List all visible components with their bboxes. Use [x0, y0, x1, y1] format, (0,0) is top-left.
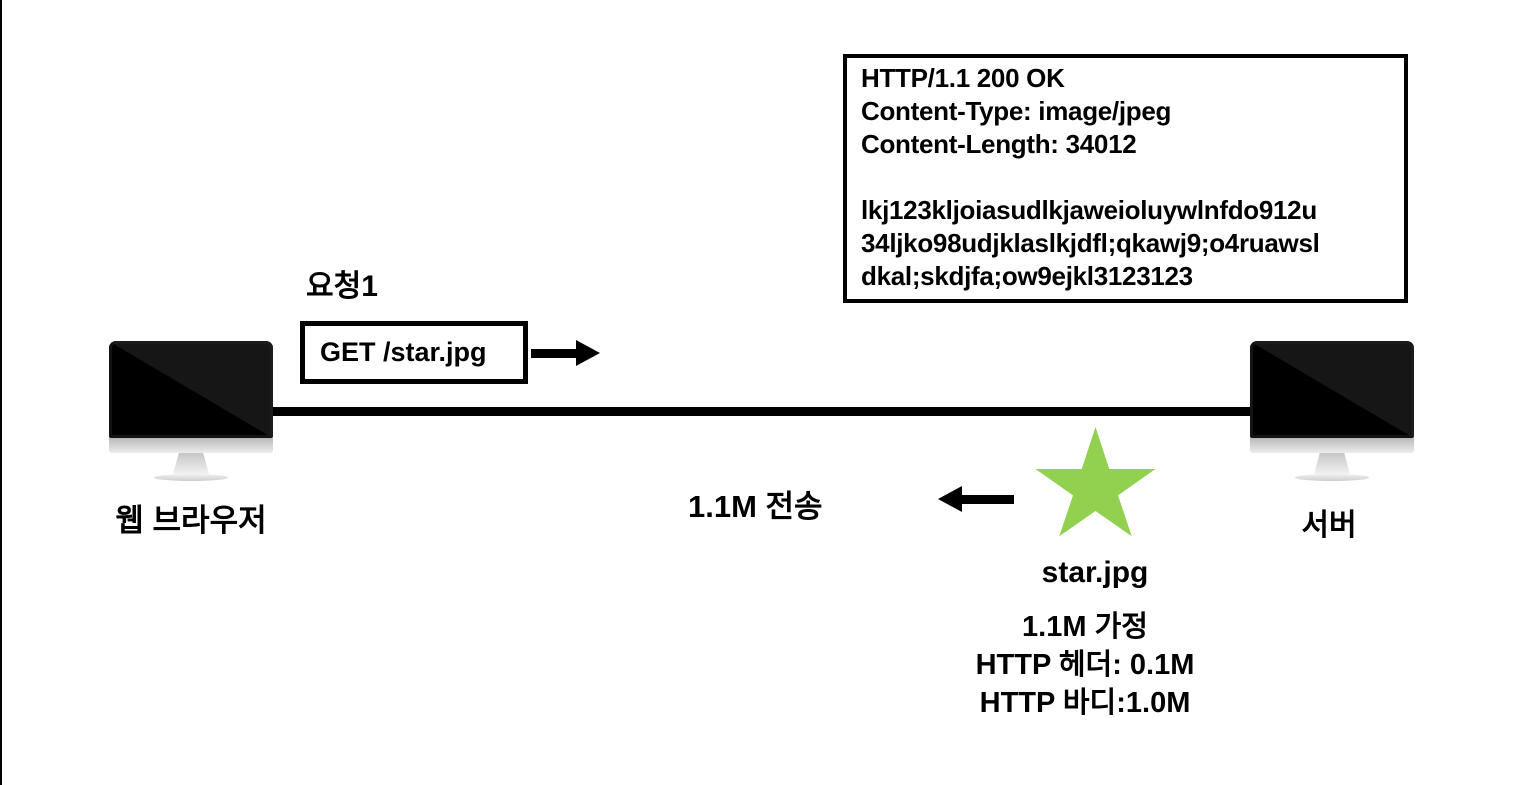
monitor-stand [1314, 453, 1350, 474]
monitor-chin [1250, 438, 1414, 453]
response-arrow-left-icon [938, 486, 962, 512]
monitor-base [1295, 474, 1369, 481]
monitor-screen [109, 341, 273, 438]
response-content-length: Content-Length: 34012 [861, 129, 1137, 159]
response-content-type: Content-Type: image/jpeg [861, 96, 1172, 126]
assumption-body-size: HTTP 바디:1.0M [979, 687, 1191, 719]
monitor-base [154, 474, 228, 481]
http-response-box: HTTP/1.1 200 OK Content-Type: image/jpeg… [843, 54, 1408, 303]
request-arrow-shaft [531, 349, 578, 358]
monitor-stand [173, 453, 209, 474]
left-edge-border [0, 0, 2, 785]
response-body-line-1: lkj123kljoiasudlkjaweioluywlnfdo912u [861, 195, 1317, 225]
transfer-size-label: 1.1M 전송 [688, 489, 823, 524]
monitor-chin [109, 438, 273, 453]
server-label: 서버 [1301, 509, 1357, 542]
response-blank-line [861, 161, 1390, 194]
assumption-header-size: HTTP 헤더: 0.1M [975, 649, 1195, 681]
request-label: 요청1 [306, 270, 378, 303]
server-computer-icon [1250, 341, 1414, 481]
http-request-box: GET /star.jpg [300, 321, 528, 384]
response-status-line: HTTP/1.1 200 OK [861, 63, 1065, 93]
monitor-screen [1250, 341, 1414, 438]
client-computer-icon [109, 341, 273, 481]
assumption-total: 1.1M 가정 [1022, 611, 1148, 643]
size-assumption-notes: 1.1M 가정 HTTP 헤더: 0.1M HTTP 바디:1.0M [930, 608, 1240, 722]
star-icon [1035, 427, 1156, 537]
client-label: 웹 브라우저 [115, 503, 267, 538]
star-filename-label: star.jpg [1041, 556, 1149, 589]
network-connection-line [190, 407, 1335, 416]
response-arrow-shaft [960, 495, 1014, 504]
response-body-line-3: dkal;skdjfa;ow9ejkl3123123 [861, 261, 1193, 291]
request-arrow-right-icon [576, 340, 600, 366]
request-box-text: GET /star.jpg [320, 337, 487, 367]
response-body-line-2: 34ljko98udjklaslkjdfl;qkawj9;o4ruawsl [861, 228, 1320, 258]
